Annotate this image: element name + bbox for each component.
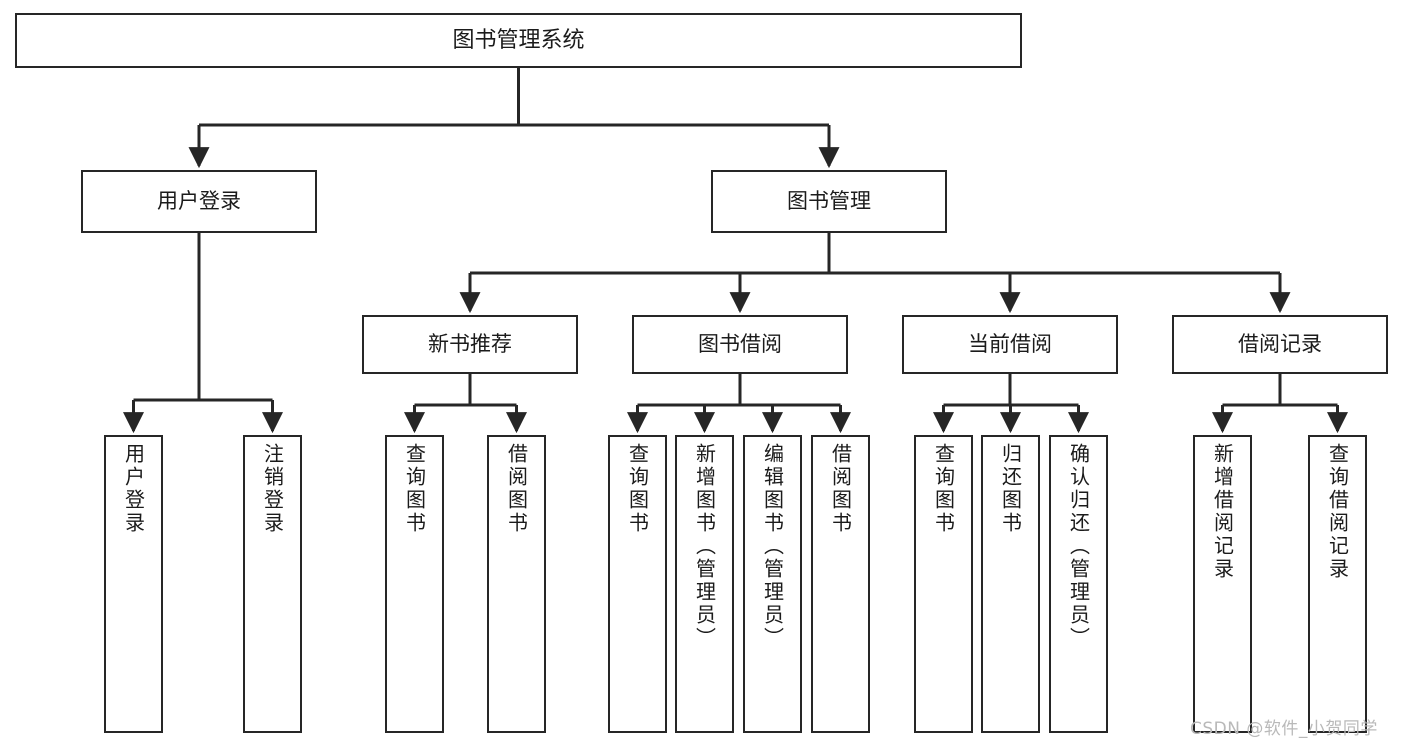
node-book-manage-label: 图书管理 [787,189,871,214]
node-user-login-label: 用户登录 [157,189,241,214]
node-leaf-add-record[interactable]: 新增借阅记录 [1193,435,1252,733]
node-leaf-query-book-rec[interactable]: 查询图书 [385,435,444,733]
node-user-login[interactable]: 用户登录 [81,170,317,233]
csdn-watermark: CSDN @软件_小贺同学 [1190,719,1378,739]
node-leaf-confirm-return-label: 确认归还（管理员） [1066,443,1091,650]
node-leaf-query-record[interactable]: 查询借阅记录 [1308,435,1367,733]
node-root-label: 图书管理系统 [452,27,585,53]
node-leaf-add-book-label: 新增图书（管理员） [692,443,717,650]
node-leaf-query-book-current-label: 查询图书 [931,443,956,535]
node-root[interactable]: 图书管理系统 [15,13,1022,68]
node-leaf-user-login[interactable]: 用户登录 [104,435,163,733]
node-leaf-borrow-book-label: 借阅图书 [828,443,853,535]
node-leaf-query-record-label: 查询借阅记录 [1325,443,1350,581]
node-leaf-query-book-borrow-label: 查询图书 [625,443,650,535]
node-book-manage[interactable]: 图书管理 [711,170,947,233]
node-leaf-return-book-label: 归还图书 [998,443,1023,535]
node-leaf-confirm-return[interactable]: 确认归还（管理员） [1049,435,1108,733]
node-leaf-logout[interactable]: 注销登录 [243,435,302,733]
node-current-borrow[interactable]: 当前借阅 [902,315,1118,374]
node-leaf-user-login-label: 用户登录 [121,443,146,535]
node-book-borrow[interactable]: 图书借阅 [632,315,848,374]
node-new-book-recommend-label: 新书推荐 [428,332,512,357]
node-leaf-edit-book[interactable]: 编辑图书（管理员） [743,435,802,733]
node-leaf-add-book[interactable]: 新增图书（管理员） [675,435,734,733]
node-borrow-record[interactable]: 借阅记录 [1172,315,1388,374]
node-leaf-query-book-rec-label: 查询图书 [402,443,427,535]
node-current-borrow-label: 当前借阅 [968,332,1052,357]
node-leaf-logout-label: 注销登录 [260,443,285,535]
node-leaf-borrow-book-rec[interactable]: 借阅图书 [487,435,546,733]
node-book-borrow-label: 图书借阅 [698,332,782,357]
node-leaf-add-record-label: 新增借阅记录 [1210,443,1235,581]
node-new-book-recommend[interactable]: 新书推荐 [362,315,578,374]
node-leaf-query-book-current[interactable]: 查询图书 [914,435,973,733]
node-leaf-borrow-book[interactable]: 借阅图书 [811,435,870,733]
node-leaf-return-book[interactable]: 归还图书 [981,435,1040,733]
node-leaf-query-book-borrow[interactable]: 查询图书 [608,435,667,733]
node-leaf-edit-book-label: 编辑图书（管理员） [760,443,785,650]
node-leaf-borrow-book-rec-label: 借阅图书 [504,443,529,535]
node-borrow-record-label: 借阅记录 [1238,332,1322,357]
